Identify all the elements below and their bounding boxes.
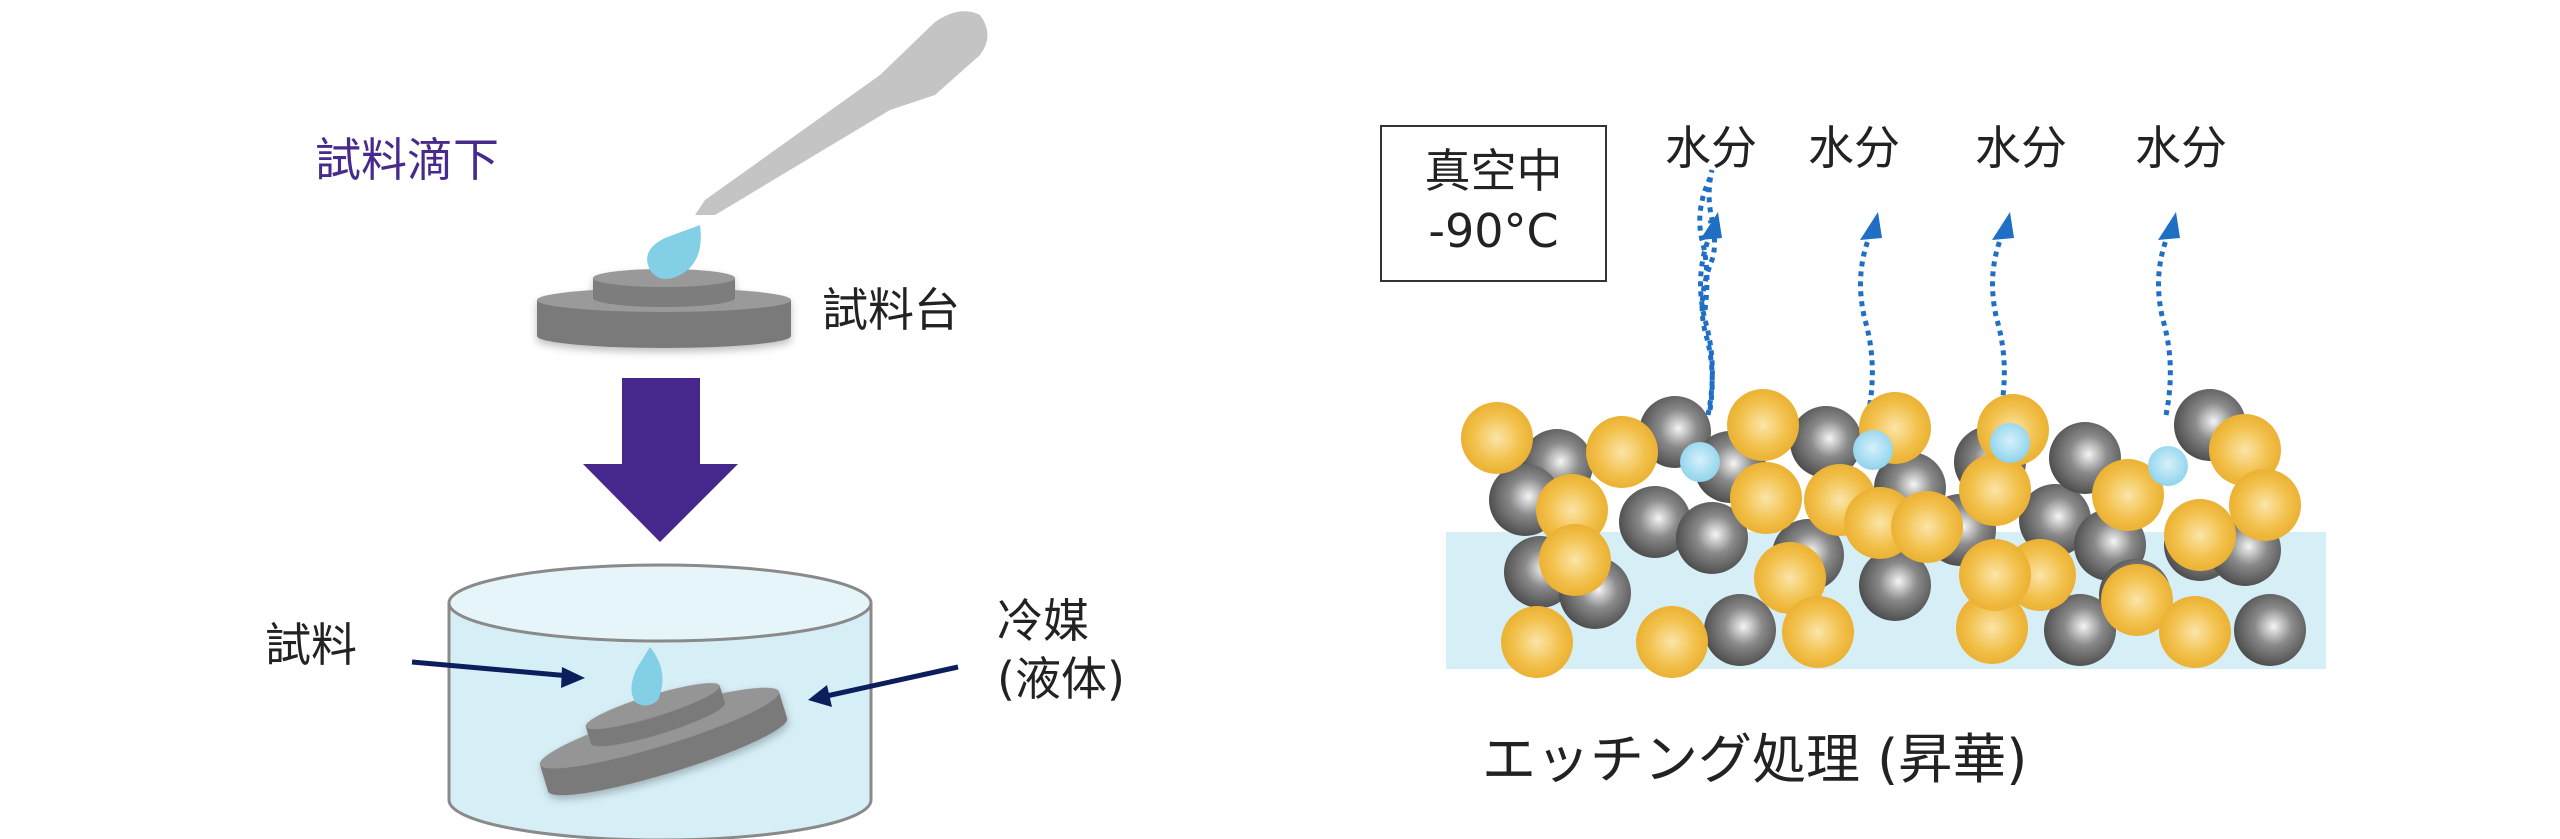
immersed-stage-icon <box>539 683 788 796</box>
vapor-arrow-1 <box>1697 169 1718 311</box>
vapor-arrows <box>1697 169 1718 411</box>
step-label-sample-dropping: 試料滴下 <box>315 133 499 187</box>
water-label-1: 水分 <box>1665 121 1757 175</box>
water-molecules <box>1680 423 2188 486</box>
condition-box: 真空中 -90°C <box>1380 125 1607 282</box>
coolant-label-line1: 冷媒 <box>997 594 1089 648</box>
vapor-arrow-group <box>1698 212 2180 416</box>
sample-pointer-arrow <box>411 659 585 688</box>
water-label-3: 水分 <box>1975 121 2067 175</box>
condition-vacuum: 真空中 <box>1424 144 1563 198</box>
sample-drop-icon <box>647 225 701 279</box>
water-label-2: 水分 <box>1808 121 1900 175</box>
pipette-icon <box>695 11 988 216</box>
coolant-label: 冷媒 (液体) <box>997 598 1125 702</box>
coolant-label-line2: (液体) <box>997 652 1125 706</box>
coolant-pointer-arrow <box>808 664 959 707</box>
water-label-4: 水分 <box>2135 121 2227 175</box>
immersed-drop-icon <box>631 647 663 706</box>
sample-label: 試料 <box>265 618 357 672</box>
condition-temperature: -90°C <box>1428 204 1559 258</box>
stage-label: 試料台 <box>822 283 960 337</box>
sample-stage-icon <box>537 269 791 348</box>
etching-caption: エッチング処理 (昇華) <box>1482 728 2028 791</box>
process-arrow-icon <box>583 378 738 542</box>
